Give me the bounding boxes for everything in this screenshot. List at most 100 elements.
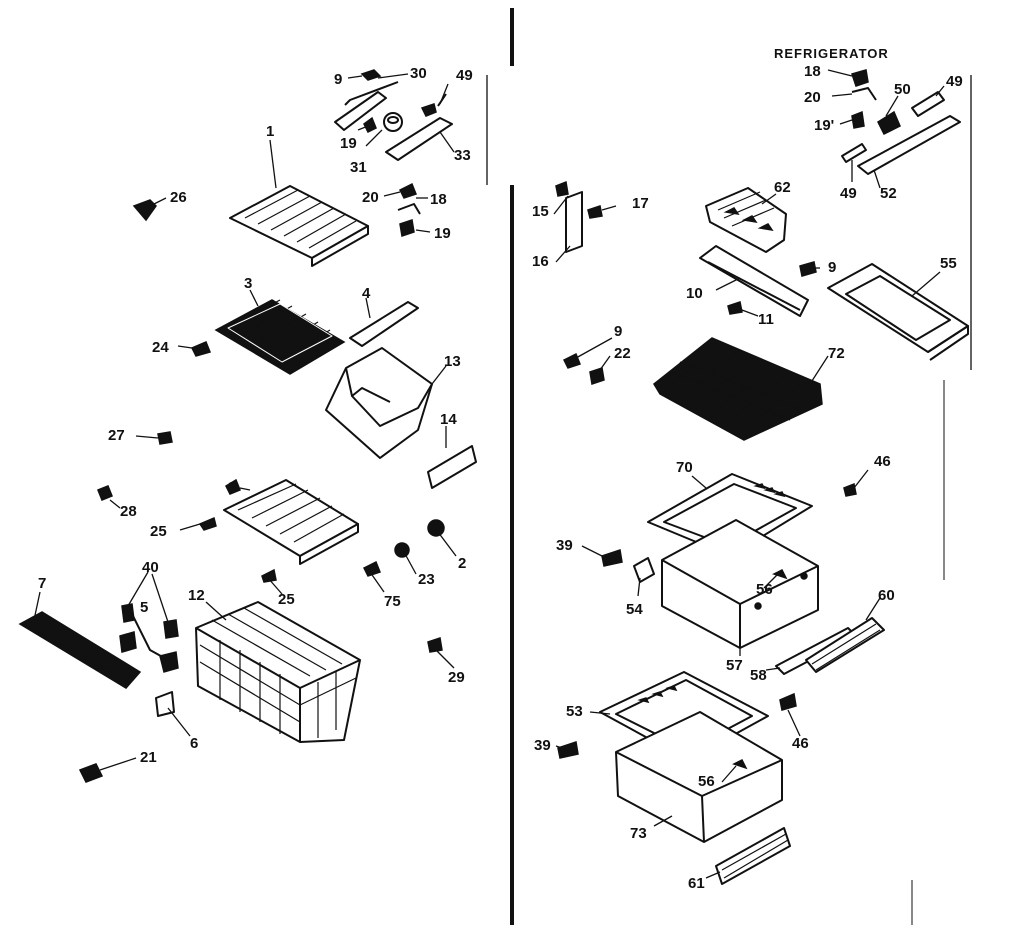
label-part-52: 52 bbox=[880, 185, 897, 202]
label-part-9c: 9 bbox=[614, 323, 623, 340]
label-part-73: 73 bbox=[630, 825, 647, 842]
label-part-13: 13 bbox=[444, 353, 461, 370]
label-part-50: 50 bbox=[894, 81, 911, 98]
label-part-33: 33 bbox=[454, 147, 471, 164]
screw-25a bbox=[198, 516, 217, 531]
screw-24 bbox=[190, 341, 212, 357]
label-part-72: 72 bbox=[828, 345, 845, 362]
shelf-1 bbox=[229, 185, 369, 267]
part-4-strip bbox=[349, 301, 419, 347]
label-part-23: 23 bbox=[418, 571, 435, 588]
label-part-29: 29 bbox=[448, 669, 465, 686]
label-part-22: 22 bbox=[614, 345, 631, 362]
screw-25b bbox=[261, 568, 277, 583]
label-part-17: 17 bbox=[632, 195, 649, 212]
label-part-56: 56 bbox=[756, 581, 773, 598]
top-right-small-parts bbox=[841, 69, 961, 175]
shelf-8 bbox=[223, 478, 359, 565]
bracket-parts-20-18-19 bbox=[397, 182, 421, 237]
label-part-49: 49 bbox=[456, 67, 473, 84]
screw-22 bbox=[589, 367, 605, 385]
screw-9c bbox=[562, 352, 581, 369]
screw-29 bbox=[427, 637, 443, 653]
label-part-11: 11 bbox=[758, 311, 774, 328]
screw-21 bbox=[78, 763, 104, 783]
label-part-46b: 46 bbox=[792, 735, 809, 752]
label-part-1: 1 bbox=[266, 123, 275, 140]
label-part-49r: 49 bbox=[946, 73, 963, 90]
wire-shelf-72 bbox=[653, 337, 823, 441]
meat-pan-55 bbox=[827, 263, 969, 361]
screw-28 bbox=[97, 485, 113, 501]
rail-10 bbox=[699, 245, 809, 317]
label-part-9r: 9 bbox=[828, 259, 837, 276]
wire-basket-12 bbox=[195, 601, 361, 743]
label-part-28: 28 bbox=[120, 503, 137, 520]
label-part-54: 54 bbox=[626, 601, 643, 618]
part-54-bracket bbox=[633, 557, 655, 583]
screw-46b bbox=[779, 692, 797, 711]
label-part-40: 40 bbox=[142, 559, 159, 576]
label-part-20: 20 bbox=[362, 189, 379, 206]
screw-39a bbox=[601, 549, 623, 567]
screw-46a bbox=[843, 482, 857, 497]
label-part-6: 6 bbox=[190, 735, 199, 752]
top-left-small-parts bbox=[334, 69, 453, 161]
part-14-trim bbox=[427, 445, 477, 489]
label-part-15: 15 bbox=[532, 203, 549, 220]
handle-60 bbox=[805, 617, 885, 673]
label-part-26: 26 bbox=[170, 189, 187, 206]
label-part-10: 10 bbox=[686, 285, 703, 302]
label-part-49-lower: 49 bbox=[840, 185, 857, 202]
label-part-75: 75 bbox=[384, 593, 401, 610]
label-part-19-prime: 19' bbox=[814, 117, 835, 134]
label-part-19: 19 bbox=[340, 135, 357, 152]
egg-tray-62 bbox=[705, 187, 787, 253]
label-part-56b: 56 bbox=[698, 773, 715, 790]
label-part-60: 60 bbox=[878, 587, 895, 604]
label-part-27: 27 bbox=[108, 427, 125, 444]
label-part-12: 12 bbox=[188, 587, 205, 604]
label-part-39: 39 bbox=[556, 537, 573, 554]
label-part-24: 24 bbox=[152, 339, 169, 356]
label-part-31: 31 bbox=[350, 159, 367, 176]
label-part-7: 7 bbox=[38, 575, 47, 592]
label-part-14: 14 bbox=[440, 411, 457, 428]
screw-26 bbox=[132, 199, 157, 222]
hinge-parts-40-5-6 bbox=[119, 603, 179, 717]
label-part-21: 21 bbox=[140, 749, 157, 766]
label-part-53: 53 bbox=[566, 703, 583, 720]
label-part-25b: 25 bbox=[278, 591, 295, 608]
label-part-61: 61 bbox=[688, 875, 705, 892]
screw-9b bbox=[799, 261, 817, 277]
shelf-3 bbox=[214, 299, 346, 375]
label-part-46: 46 bbox=[874, 453, 891, 470]
label-part-70: 70 bbox=[676, 459, 693, 476]
label-part-8: 8 bbox=[228, 479, 237, 496]
crisper-drawer-57 bbox=[661, 519, 819, 649]
knob-parts-2-23-75 bbox=[362, 519, 445, 577]
screw-27 bbox=[157, 431, 173, 445]
label-part-20r: 20 bbox=[804, 89, 821, 106]
label-part-9: 9 bbox=[334, 71, 343, 88]
label-part-3: 3 bbox=[244, 275, 253, 292]
door-bin-13 bbox=[325, 347, 433, 459]
label-part-18r: 18 bbox=[804, 63, 821, 80]
label-part-39b: 39 bbox=[534, 737, 551, 754]
leader-lines bbox=[33, 69, 945, 879]
bracket-parts-15-16-17 bbox=[555, 180, 603, 253]
label-part-58: 58 bbox=[750, 667, 767, 684]
label-part-25: 25 bbox=[150, 523, 167, 540]
crisper-drawer-73 bbox=[615, 711, 783, 843]
label-part-16: 16 bbox=[532, 253, 549, 270]
label-part-57: 57 bbox=[726, 657, 743, 674]
label-part-19b: 19 bbox=[434, 225, 451, 242]
handle-61 bbox=[715, 827, 791, 885]
label-part-30: 30 bbox=[410, 65, 427, 82]
label-part-55: 55 bbox=[940, 255, 957, 272]
screw-39b bbox=[557, 741, 579, 759]
screw-11 bbox=[727, 301, 743, 315]
label-part-18: 18 bbox=[430, 191, 447, 208]
